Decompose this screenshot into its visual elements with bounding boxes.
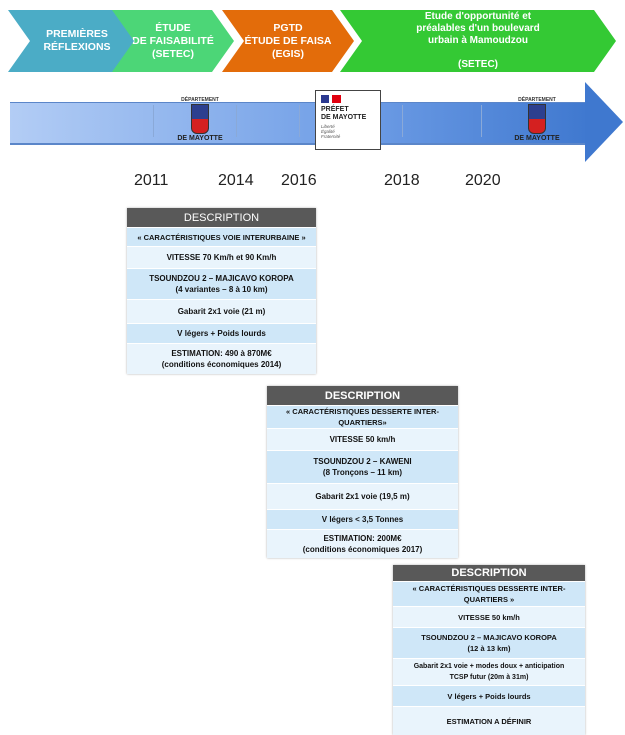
year-label: 2014 bbox=[218, 172, 254, 189]
year-label: 2020 bbox=[465, 172, 501, 189]
year-label: 2016 bbox=[281, 172, 317, 189]
description-table-2014: DESCRIPTION « CARACTÉRISTIQUES VOIE INTE… bbox=[127, 208, 316, 374]
prefet-motto: Liberté Égalité Fraternité bbox=[321, 124, 341, 139]
table-row: ESTIMATION A DÉFINIR bbox=[393, 706, 585, 735]
prefet-mayotte-logo: PRÉFET DE MAYOTTE Liberté Égalité Frater… bbox=[315, 90, 381, 150]
table-row: Gabarit 2x1 voie (21 m) bbox=[127, 299, 316, 323]
coat-of-arms-icon bbox=[191, 104, 209, 134]
description-table-2020: DESCRIPTION « CARACTÉRISTIQUES DESSERTE … bbox=[393, 565, 585, 735]
table-row: TSOUNDZOU 2 – KAWENI (8 Tronçons – 11 km… bbox=[267, 450, 458, 483]
table-header: DESCRIPTION bbox=[127, 208, 316, 227]
phase-pgtd: PGTD ÉTUDE DE FAISA (EGIS) bbox=[222, 10, 354, 72]
timeline-tick bbox=[153, 105, 154, 137]
table-row: « CARACTÉRISTIQUES DESSERTE INTER-QUARTI… bbox=[267, 405, 458, 428]
table-row: V légers + Poids lourds bbox=[127, 323, 316, 343]
table-header: DESCRIPTION bbox=[393, 565, 585, 581]
departement-mayotte-logo: DÉPARTEMENT DE MAYOTTE bbox=[512, 97, 562, 149]
table-row: ESTIMATION: 200M€ (conditions économique… bbox=[267, 529, 458, 558]
phase-etude-opportunite: Etude d'opportunité et préalables d'un b… bbox=[340, 10, 616, 72]
prefet-name: PRÉFET DE MAYOTTE bbox=[321, 106, 367, 121]
phase-etude-faisabilite: ÉTUDE DE FAISABILITÉ (SETEC) bbox=[112, 10, 234, 72]
table-row: TSOUNDZOU 2 – MAJICAVO KOROPA (12 à 13 k… bbox=[393, 627, 585, 658]
table-row: V légers + Poids lourds bbox=[393, 685, 585, 706]
description-table-2017: DESCRIPTION « CARACTÉRISTIQUES DESSERTE … bbox=[267, 386, 458, 558]
timeline-tick bbox=[402, 105, 403, 137]
timeline-tick bbox=[236, 105, 237, 137]
table-row: ESTIMATION: 490 à 870M€ (conditions écon… bbox=[127, 343, 316, 374]
table-row: VITESSE 50 km/h bbox=[393, 606, 585, 627]
table-row: Gabarit 2x1 voie + modes doux + anticipa… bbox=[393, 658, 585, 685]
logo-text-top: DÉPARTEMENT bbox=[518, 97, 556, 103]
logo-text-bottom: DE MAYOTTE bbox=[514, 135, 560, 142]
timeline-arrowhead bbox=[585, 82, 623, 162]
timeline-arrow bbox=[10, 102, 590, 145]
table-row: « CARACTÉRISTIQUES DESSERTE INTER- QUART… bbox=[393, 581, 585, 606]
logo-text-top: DÉPARTEMENT bbox=[181, 97, 219, 103]
departement-mayotte-logo: DÉPARTEMENT DE MAYOTTE bbox=[175, 97, 225, 149]
table-header: DESCRIPTION bbox=[267, 386, 458, 405]
marianne-flag-icon bbox=[321, 95, 341, 103]
timeline-tick bbox=[481, 105, 482, 137]
table-row: V légers < 3,5 Tonnes bbox=[267, 509, 458, 529]
table-row: « CARACTÉRISTIQUES VOIE INTERURBAINE » bbox=[127, 227, 316, 246]
year-label: 2011 bbox=[134, 172, 169, 189]
table-row: Gabarit 2x1 voie (19,5 m) bbox=[267, 483, 458, 509]
timeline-tick bbox=[299, 105, 300, 137]
table-row: TSOUNDZOU 2 – MAJICAVO KOROPA (4 variant… bbox=[127, 268, 316, 299]
year-label: 2018 bbox=[384, 172, 420, 189]
table-row: VITESSE 50 km/h bbox=[267, 428, 458, 450]
table-row: VITESSE 70 Km/h et 90 Km/h bbox=[127, 246, 316, 268]
logo-text-bottom: DE MAYOTTE bbox=[177, 135, 223, 142]
coat-of-arms-icon bbox=[528, 104, 546, 134]
